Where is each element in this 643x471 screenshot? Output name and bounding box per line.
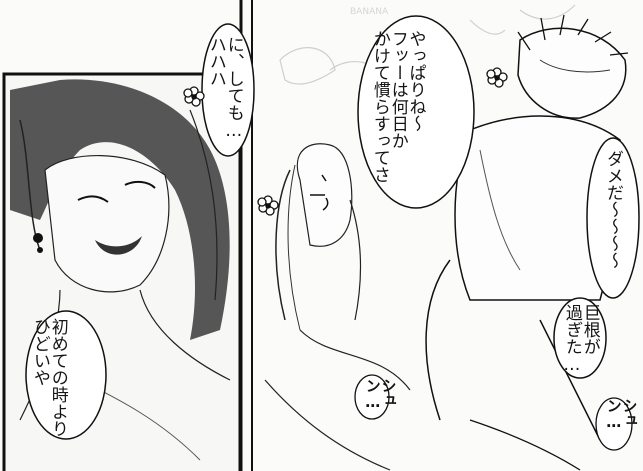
dialogue-bottom-left: 初めての時より ひどいや: [29, 318, 68, 437]
sfx-bubble-right: [595, 397, 633, 451]
speech-bubble-bottom-left: [25, 310, 107, 440]
flower-doodle-right: [486, 67, 508, 88]
speech-bubble-right-mid: [553, 297, 607, 379]
dialogue-center: やっぱりね～ フッーは何日か かけて慣らすってさ: [369, 30, 426, 183]
speech-bubble-top-left: [201, 23, 255, 157]
sfx-center: シュン…: [363, 378, 398, 411]
dialogue-right-mid: 巨根が 過ぎた…: [561, 304, 600, 375]
dialogue-right-top: ダメだ～～～～: [602, 150, 623, 269]
left-character: [10, 79, 231, 461]
right-character: [425, 14, 629, 471]
speech-bubble-center: [357, 15, 475, 209]
sfx-right: シュン…: [604, 398, 639, 431]
flower-doodle-left: [183, 86, 205, 107]
flower-doodle-middle: [257, 195, 279, 216]
middle-character: [264, 143, 411, 471]
speech-bubble-right-top: [586, 137, 640, 299]
background-watermark: BANANA: [350, 7, 389, 17]
dialogue-top-left: に、しても… ハハハ: [205, 36, 244, 141]
sfx-bubble-center: [354, 374, 390, 420]
